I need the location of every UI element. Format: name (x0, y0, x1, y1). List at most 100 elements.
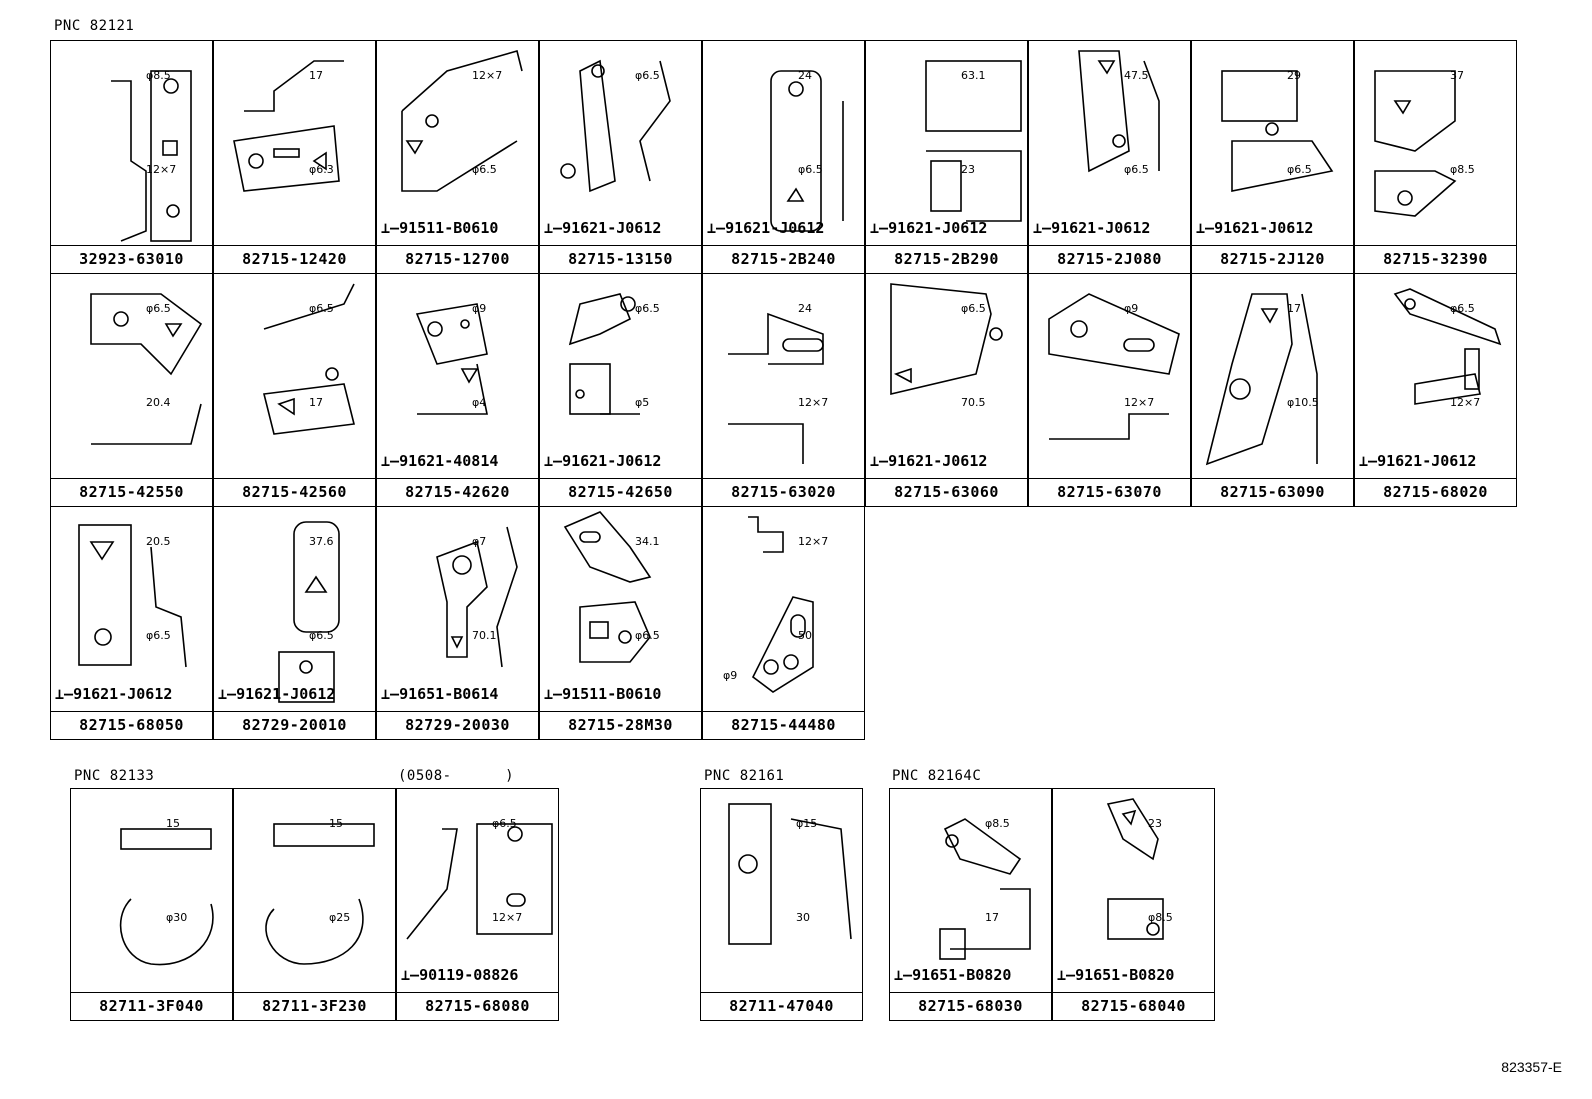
dimension-label: 15 (329, 817, 343, 830)
part-illustration: φ9 φ4 (415, 302, 488, 415)
pnc-note-date-range: (0508- ) (398, 768, 515, 784)
part-number-label: 82715-68050 (50, 711, 213, 740)
bolt-number-text: 91651-B0614 (399, 685, 499, 703)
dimension-label: φ6.5 (309, 302, 334, 315)
dimension-label: 12×7 (1124, 396, 1154, 409)
part-illustration: φ6.5φ5 (568, 293, 660, 415)
part-illustration: 37.6 φ6.5 (278, 521, 340, 703)
bolt-icon: ⊥— (1359, 452, 1378, 470)
part-illustration: φ8.512×7 (111, 69, 192, 242)
part-number-label: 82715-44480 (702, 711, 865, 740)
bolt-number-text: 91621-J0612 (888, 452, 988, 470)
part-number-label: 82711-47040 (700, 992, 863, 1021)
bolt-number-text: 91621-J0612 (562, 452, 662, 470)
part-drawing-82715-42560: φ6.5 17 (213, 273, 376, 479)
dimension-label: φ6.5 (1287, 163, 1312, 176)
dimension-label: φ6.5 (146, 302, 171, 315)
bolt-icon: ⊥— (401, 966, 420, 984)
part-illustration: φ6.570.5 (890, 283, 1003, 409)
bolt-number-text: 91621-J0612 (73, 685, 173, 703)
bolt-icon: ⊥— (381, 219, 400, 237)
part-illustration: φ9 12×7 (1048, 293, 1180, 440)
dimension-label: φ9 (723, 669, 737, 682)
dimension-label: φ6.3 (309, 163, 334, 176)
dimension-label: φ10.5 (1287, 396, 1319, 409)
part-number-label: 82715-28M30 (539, 711, 702, 740)
dimension-label: 12×7 (798, 535, 828, 548)
dimension-label: φ9 (472, 302, 486, 315)
part-number-label: 82715-2J120 (1191, 245, 1354, 274)
part-illustration: φ6.5 (560, 59, 671, 193)
bolt-part-number: ⊥—91621-J0612 (707, 219, 824, 237)
dimension-label: 12×7 (798, 396, 828, 409)
dimension-label: 12×7 (1450, 396, 1480, 409)
part-number-label: 82715-68080 (396, 992, 559, 1021)
dimension-label: 50 (798, 629, 812, 642)
part-number-label: 82715-68020 (1354, 478, 1517, 507)
dimension-label: 17 (1287, 302, 1301, 315)
dimension-label: 37 (1450, 69, 1464, 82)
part-illustration: 12×7 50 φ9 (723, 516, 828, 693)
bolt-part-number: ⊥—91621-J0612 (544, 219, 661, 237)
bolt-icon: ⊥— (544, 685, 563, 703)
bolt-number-text: 91621-40814 (399, 452, 499, 470)
dimension-label: 47.5 (1124, 69, 1149, 82)
bolt-icon: ⊥— (707, 219, 726, 237)
dimension-label: 34.1 (635, 535, 660, 548)
bolt-icon: ⊥— (870, 219, 889, 237)
dimension-label: 30 (796, 911, 810, 924)
part-illustration: 12×7φ6.5 (401, 50, 523, 192)
dimension-label: 17 (309, 396, 323, 409)
part-number-label: 82715-42620 (376, 478, 539, 507)
dimension-label: φ9 (1124, 302, 1138, 315)
dimension-label: φ6.5 (492, 817, 517, 830)
dimension-label: φ6.5 (146, 629, 171, 642)
dimension-label: φ8.5 (146, 69, 171, 82)
part-drawing-82715-63070: φ9 12×7 (1028, 273, 1191, 479)
dimension-label: 37.6 (309, 535, 334, 548)
part-number-label: 82715-68040 (1052, 992, 1215, 1021)
part-number-label: 82715-42650 (539, 478, 702, 507)
bolt-part-number: ⊥—91621-J0612 (218, 685, 335, 703)
bolt-part-number: ⊥—91651-B0820 (1057, 966, 1174, 984)
part-drawing-82715-68080: φ6.5 12×7 ⊥—90119-08826 (396, 788, 559, 993)
bolt-icon: ⊥— (381, 685, 400, 703)
bolt-part-number: ⊥—91621-J0612 (1196, 219, 1313, 237)
bolt-part-number: ⊥—91621-J0612 (55, 685, 172, 703)
bolt-number-text: 90119-08826 (419, 966, 519, 984)
part-number-label: 82715-12700 (376, 245, 539, 274)
dimension-label: 23 (1148, 817, 1162, 830)
part-number-label: 82715-42550 (50, 478, 213, 507)
dimension-label: φ6.5 (472, 163, 497, 176)
bolt-number-text: 91621-J0612 (888, 219, 988, 237)
dimension-label: φ6.5 (309, 629, 334, 642)
dimension-label: φ15 (796, 817, 817, 830)
part-illustration: 47.5φ6.5 (1078, 50, 1160, 176)
pnc-label-82164c: PNC 82164C (892, 768, 982, 784)
dimension-label: 12×7 (492, 911, 522, 924)
dimension-label: 15 (166, 817, 180, 830)
part-illustration: φ6.5 17 (263, 283, 355, 435)
dimension-label: φ6.5 (635, 69, 660, 82)
bolt-icon: ⊥— (218, 685, 237, 703)
part-number-label: 82715-2B290 (865, 245, 1028, 274)
bolt-part-number: ⊥—91651-B0820 (894, 966, 1011, 984)
part-number-label: 82715-63090 (1191, 478, 1354, 507)
dimension-label: 63.1 (961, 69, 986, 82)
dimension-label: φ4 (472, 396, 486, 409)
bolt-part-number: ⊥—91621-J0612 (1359, 452, 1476, 470)
bolt-part-number: ⊥—90119-08826 (401, 966, 518, 984)
